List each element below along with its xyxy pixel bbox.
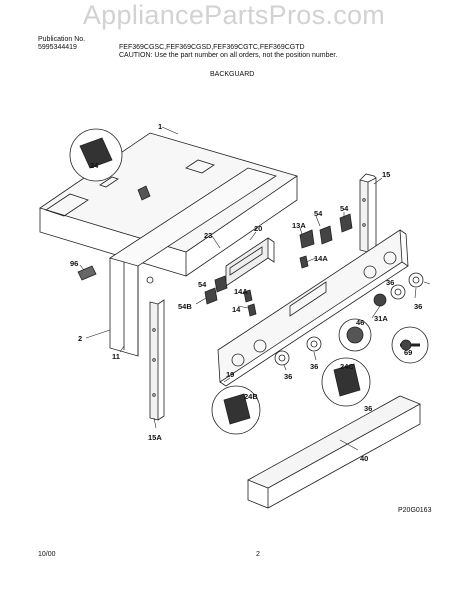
callout-36-a: 36	[386, 278, 395, 287]
callout-14A-a: 14A	[234, 287, 248, 296]
caution-note: CAUTION: Use the part number on all orde…	[119, 52, 338, 59]
callout-46: 46	[356, 318, 365, 327]
callout-11: 11	[112, 352, 120, 361]
left-bracket	[149, 299, 165, 421]
part-54c	[214, 275, 228, 293]
callout-96: 96	[70, 259, 79, 268]
callout-40: 40	[360, 454, 369, 463]
footer-date: 10/00	[38, 551, 56, 558]
callout-54-a: 54	[314, 209, 323, 218]
callout-69: 69	[404, 348, 413, 357]
callout-14: 14	[232, 305, 241, 314]
publication-label: Publication No.	[38, 36, 86, 43]
part-54B	[204, 287, 218, 305]
callout-14A-b: 14A	[314, 254, 328, 263]
part-13A	[299, 229, 315, 249]
part-96	[77, 265, 97, 281]
part-14A	[243, 289, 253, 303]
part-54a	[319, 225, 333, 245]
backguard-frame	[109, 167, 277, 357]
diagram-title: BACKGUARD	[210, 71, 255, 78]
callout-13A: 13A	[292, 221, 306, 230]
diagram-code: P20G0163	[398, 507, 432, 514]
callout-54B: 54B	[178, 302, 192, 311]
callout-24C: 24C	[340, 362, 354, 371]
control-panel	[217, 229, 409, 387]
page-number: 2	[256, 551, 260, 558]
lower-trim	[247, 395, 421, 509]
clock-control	[225, 237, 275, 287]
callout-54-c: 54	[198, 280, 207, 289]
callout-24B: 24B	[244, 392, 258, 401]
callout-36-d: 36	[310, 362, 319, 371]
callout-31A: 31A	[374, 314, 388, 323]
callout-36-e: 36	[364, 404, 373, 413]
callout-1: 1	[158, 122, 163, 131]
watermark-text: AppliancePartsPros.com	[82, 0, 386, 30]
callout-36-c: 36	[284, 372, 293, 381]
part-14	[247, 303, 257, 317]
callout-23: 23	[204, 231, 213, 240]
callout-2: 2	[78, 334, 83, 343]
callout-19: 19	[226, 370, 235, 379]
part-24-mounted	[137, 185, 151, 201]
callout-54-b: 54	[340, 204, 349, 213]
part-14A-b	[299, 255, 309, 269]
callout-15: 15	[382, 170, 391, 179]
knobs	[274, 272, 424, 366]
callout-36-b: 36	[414, 302, 423, 311]
callout-24: 24	[90, 161, 99, 170]
right-bracket	[359, 173, 377, 253]
model-numbers: FEF369CGSC,FEF369CGSD,FEF369CGTC,FEF369C…	[119, 44, 305, 51]
part-54b	[339, 213, 353, 233]
leader-lines	[79, 126, 431, 451]
publication-number: 5995344419	[38, 44, 77, 51]
callout-20: 20	[254, 224, 263, 233]
callout-15A: 15A	[148, 433, 162, 442]
detail-circles	[69, 128, 429, 435]
